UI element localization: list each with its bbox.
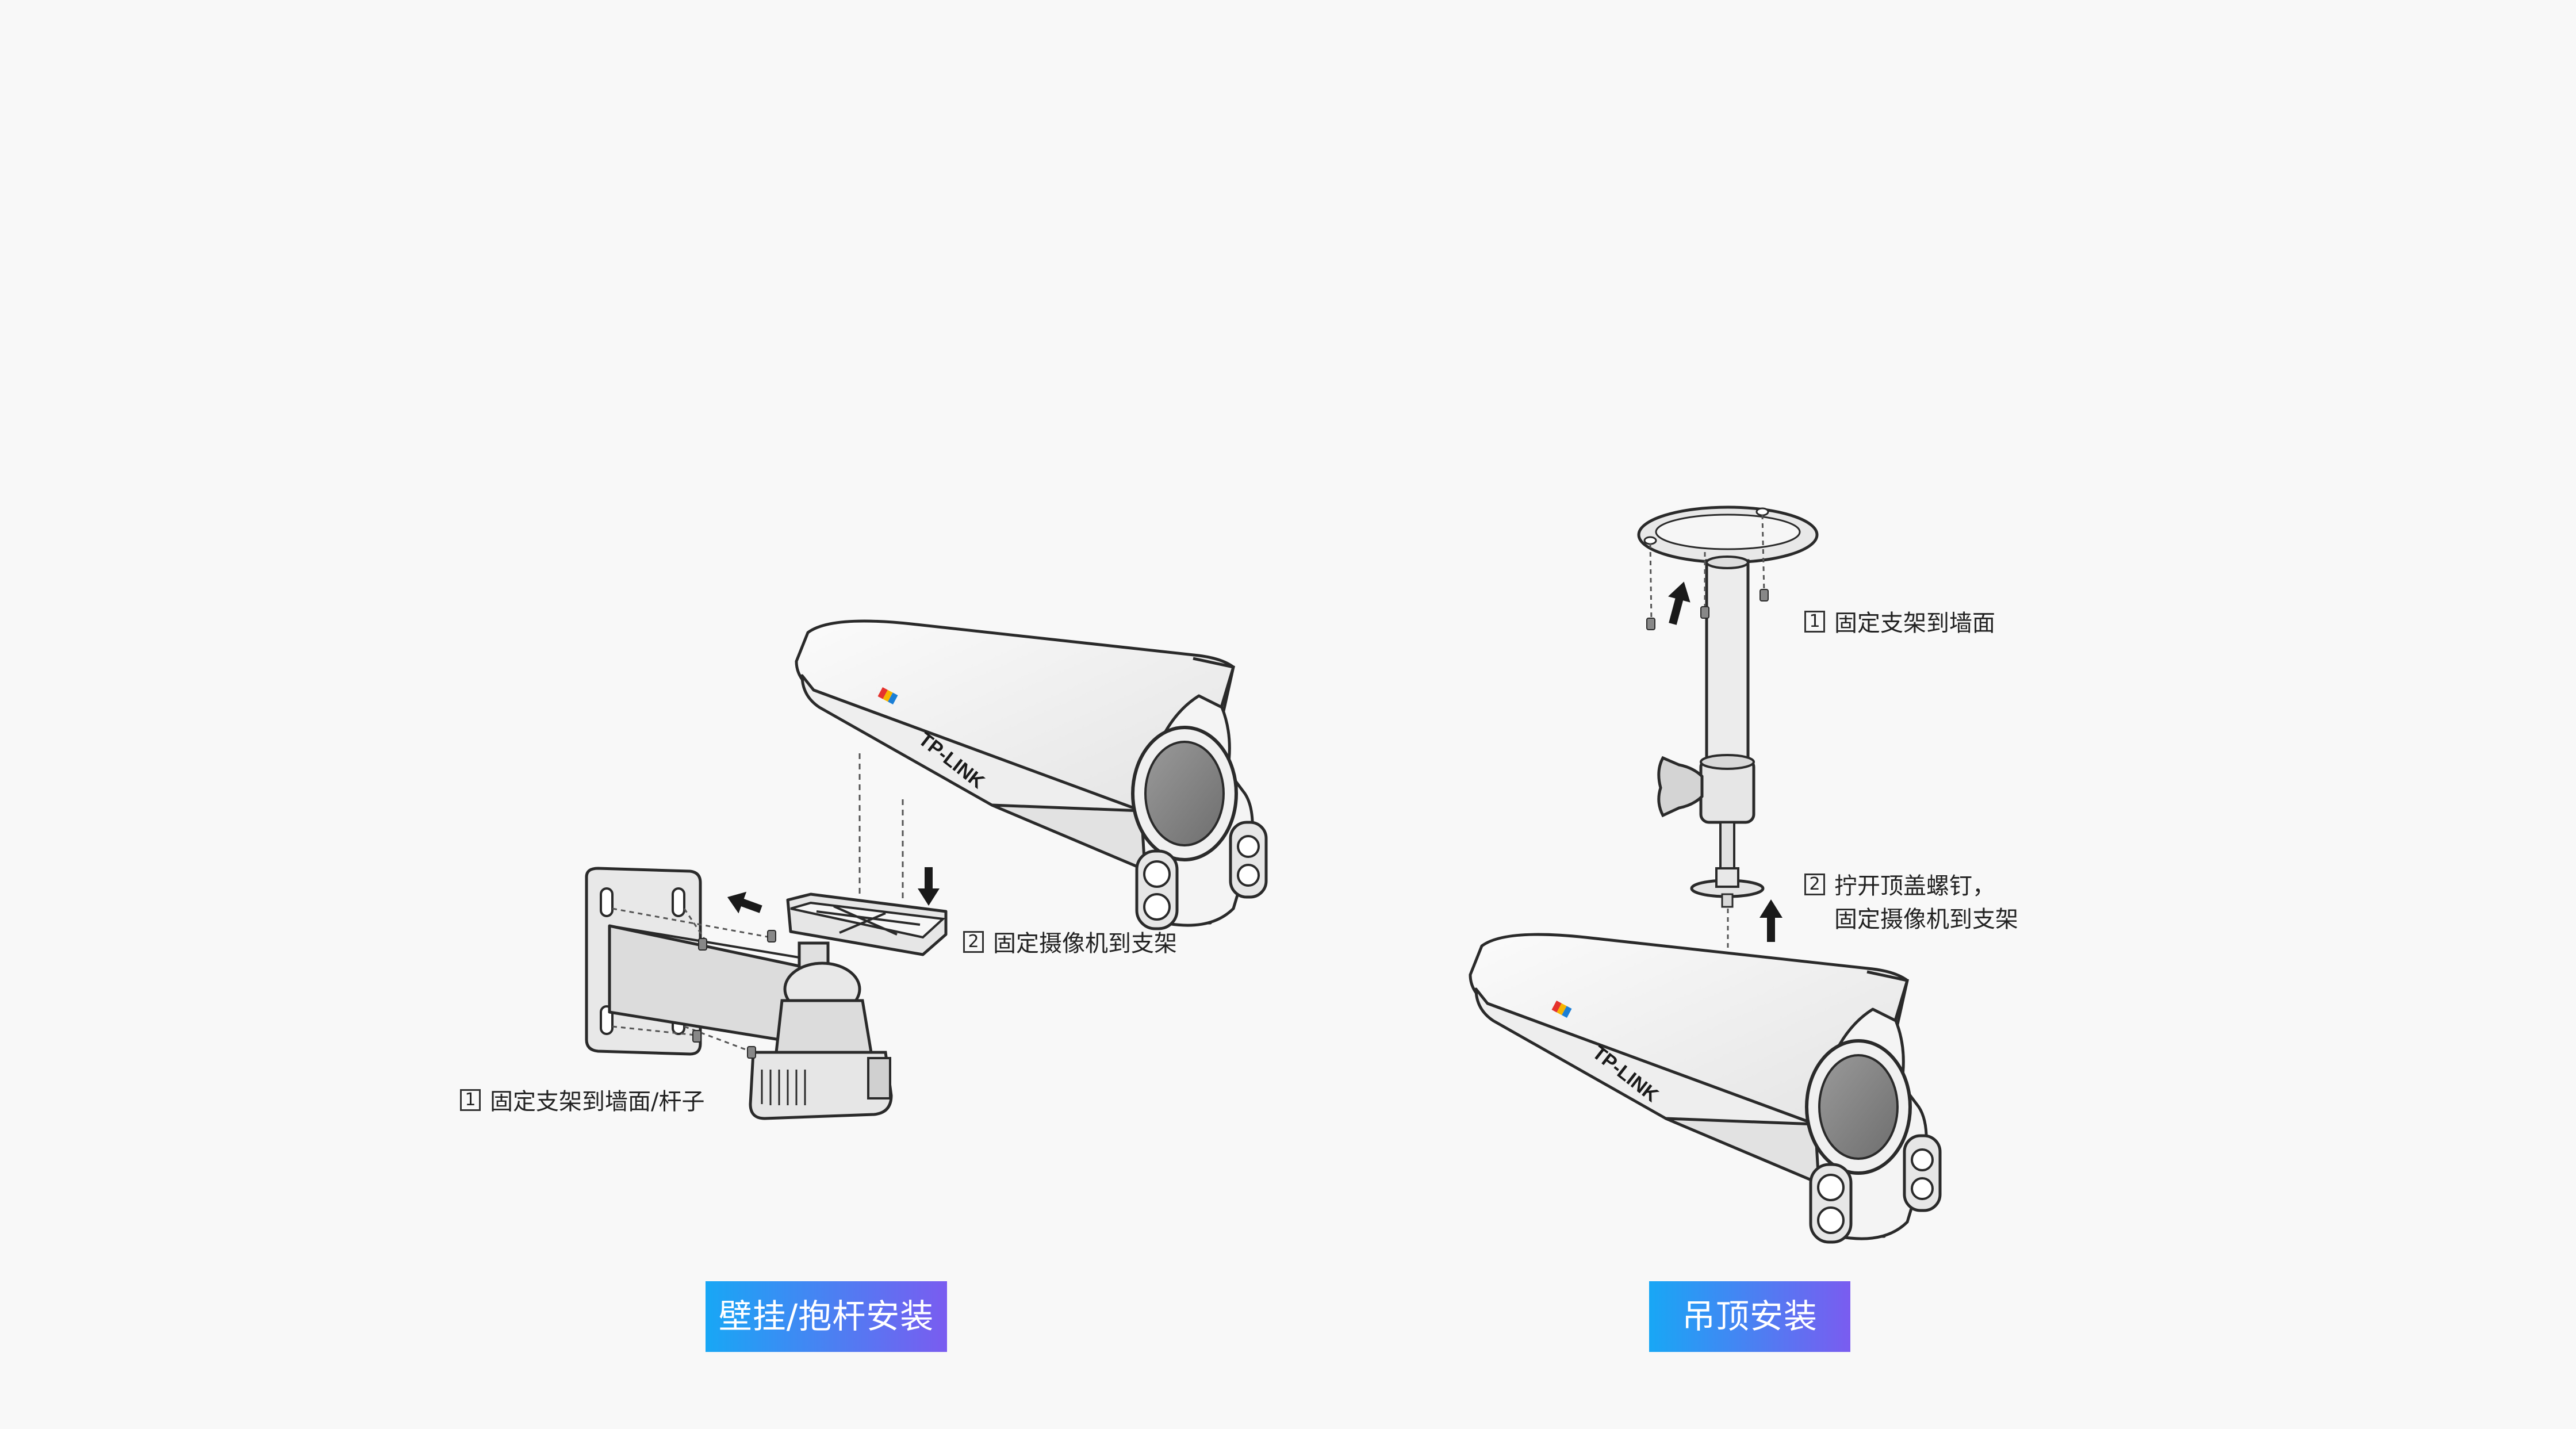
mounting-plate (786, 892, 948, 956)
arrow-up-icon (1668, 581, 1690, 625)
camera-ceiling (1470, 934, 1940, 1242)
arrow-up-icon (1759, 899, 1782, 942)
step-number: 2 (1804, 874, 1825, 895)
wall-step-2-label: 2 固定摄像机到支架 (963, 926, 1177, 960)
ceiling-mount-badge: 吊顶安装 (1649, 1281, 1850, 1352)
step-number: 1 (1804, 611, 1825, 633)
step-text: 固定支架到墙面/杆子 (490, 1089, 705, 1115)
camera-wall (796, 621, 1266, 929)
ceiling-pole (1657, 555, 1765, 908)
wall-mount-badge: 壁挂/抱杆安装 (706, 1281, 947, 1352)
arrow-down-icon (918, 867, 940, 906)
bracket-joint (749, 941, 893, 1120)
step-text: 固定支架到墙面 (1834, 610, 1995, 637)
ceiling-step-2-label: 2 拧开顶盖螺钉， 固定摄像机到支架 (1804, 868, 2018, 936)
screw-icon (692, 930, 776, 1059)
step-text-line2: 固定摄像机到支架 (1834, 906, 2018, 933)
ceiling-disc (1637, 505, 1819, 564)
step-text: 拧开顶盖螺钉， (1834, 873, 1995, 899)
wall-step-1-label: 1 固定支架到墙面/杆子 (460, 1084, 704, 1118)
ceiling-step-1-label: 1 固定支架到墙面 (1804, 606, 1995, 640)
step-text: 固定摄像机到支架 (993, 930, 1177, 957)
ceiling-screws (1649, 514, 1765, 949)
step-number: 2 (963, 931, 984, 953)
ceiling-mount-illustration (1470, 505, 1940, 1242)
wall-mount-illustration (585, 621, 1266, 1120)
arrow-left-icon (727, 891, 762, 914)
screw-icon (1646, 589, 1769, 630)
step-number: 1 (460, 1089, 481, 1111)
